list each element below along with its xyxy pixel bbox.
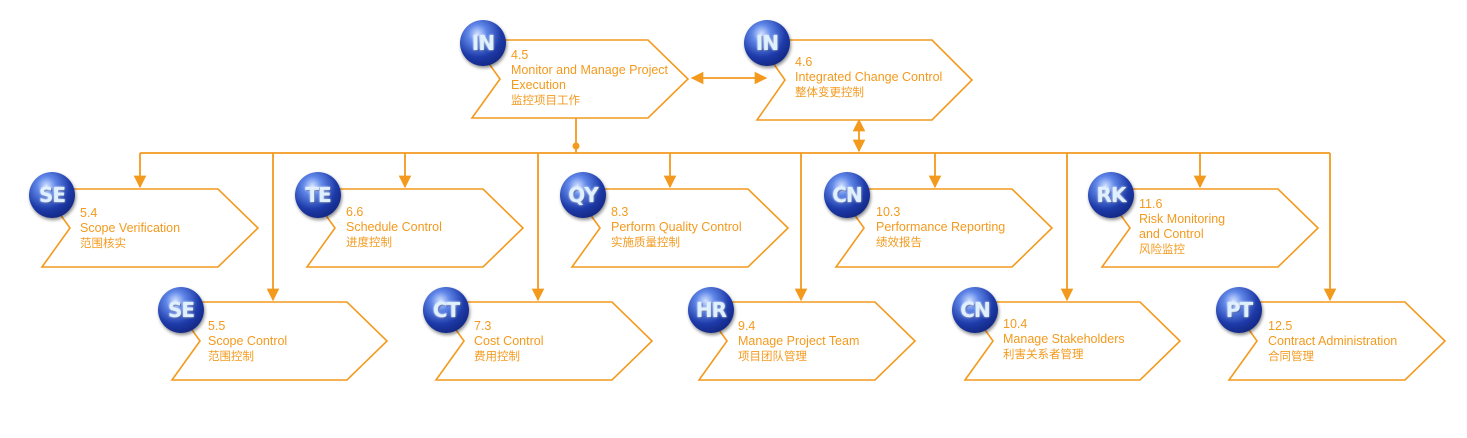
node-n73: 7.3 Cost Control 费用控制 — [474, 319, 543, 364]
badge-n116: RK — [1088, 172, 1134, 218]
badge-label: SE — [167, 298, 195, 322]
chevron-83 — [570, 188, 790, 268]
badge-label: CN — [960, 298, 990, 322]
node-n94: 9.4 Manage Project Team 项目团队管理 — [738, 319, 859, 364]
chevron-104 — [963, 301, 1182, 381]
badge-label: IN — [471, 31, 495, 55]
process-number: 5.4 — [80, 206, 98, 220]
badge-n55: SE — [158, 287, 204, 333]
process-number: 5.5 — [208, 319, 226, 333]
chevron-55 — [170, 301, 389, 381]
badge-label: CT — [432, 298, 460, 322]
process-name-cn: 监控项目工作 — [511, 93, 580, 107]
badge-n104: CN — [952, 287, 998, 333]
process-number: 10.3 — [876, 205, 901, 219]
chevron-45 — [470, 39, 690, 119]
badge-n66: TE — [295, 172, 341, 218]
process-name-line1: Integrated Change Control — [795, 70, 943, 84]
process-name-line1: Performance Reporting — [876, 220, 1006, 234]
process-name-cn: 进度控制 — [346, 235, 392, 249]
bus-junction — [572, 142, 580, 150]
process-number: 10.4 — [1003, 317, 1028, 331]
badge-n45: IN — [460, 20, 506, 66]
process-name-line1: Scope Control — [208, 334, 288, 348]
process-name-cn: 利害关系者管理 — [1003, 347, 1084, 361]
node-n45: 4.5 Monitor and Manage Project Execution… — [511, 48, 668, 108]
badge-n125: PT — [1216, 287, 1262, 333]
chevron-125 — [1227, 301, 1447, 381]
connectors — [133, 71, 1337, 302]
process-name-line1: Manage Stakeholders — [1003, 332, 1125, 346]
badge-label: QY — [568, 183, 599, 207]
process-name-line1: Monitor and Manage Project — [511, 63, 669, 77]
badge-label: RK — [1096, 183, 1127, 207]
badge-n73: CT — [423, 287, 469, 333]
node-n83: 8.3 Perform Quality Control 实施质量控制 — [611, 205, 742, 250]
badge-label: TE — [305, 183, 331, 207]
chevron-103 — [834, 188, 1054, 268]
badge-n94: HR — [688, 287, 734, 333]
process-name-line2: Execution — [511, 78, 566, 92]
chevron-46 — [755, 39, 974, 121]
process-number: 12.5 — [1268, 319, 1293, 333]
badge-label: HR — [695, 298, 727, 322]
process-number: 8.3 — [611, 205, 629, 219]
process-name-line1: Perform Quality Control — [611, 220, 742, 234]
chevron-73 — [434, 301, 654, 381]
badge-label: CN — [832, 183, 862, 207]
process-name-line2: and Control — [1139, 227, 1204, 241]
badge-n103: CN — [824, 172, 870, 218]
process-number: 9.4 — [738, 319, 756, 333]
process-name-cn: 风险监控 — [1139, 242, 1185, 256]
node-n46: 4.6 Integrated Change Control 整体变更控制 — [795, 55, 942, 100]
process-name-cn: 范围控制 — [208, 349, 254, 363]
process-number: 4.6 — [795, 55, 813, 69]
badge-n83: QY — [560, 172, 606, 218]
process-number: 4.5 — [511, 48, 529, 62]
node-n104: 10.4 Manage Stakeholders 利害关系者管理 — [1003, 317, 1125, 362]
node-n103: 10.3 Performance Reporting 绩效报告 — [876, 205, 1005, 250]
process-name-cn: 绩效报告 — [876, 235, 922, 249]
chevron-116 — [1100, 188, 1320, 268]
process-name-line1: Scope Verification — [80, 221, 181, 235]
process-name-line1: Schedule Control — [346, 220, 442, 234]
process-name-cn: 范围核实 — [80, 236, 126, 250]
badge-n54: SE — [29, 172, 75, 218]
chevron-54 — [40, 188, 260, 268]
process-number: 7.3 — [474, 319, 492, 333]
node-n66: 6.6 Schedule Control 进度控制 — [346, 205, 442, 250]
process-name-cn: 合同管理 — [1268, 349, 1314, 363]
process-name-cn: 整体变更控制 — [795, 85, 864, 99]
node-n55: 5.5 Scope Control 范围控制 — [208, 319, 287, 364]
process-number: 6.6 — [346, 205, 364, 219]
chevrons — [40, 39, 1447, 381]
node-n116: 11.6 Risk Monitoring and Control 风险监控 — [1139, 197, 1225, 257]
node-n54: 5.4 Scope Verification 范围核实 — [80, 206, 180, 251]
process-name-cn: 费用控制 — [474, 349, 520, 363]
badge-n46: IN — [744, 20, 790, 66]
chevron-94 — [697, 301, 917, 381]
process-name-line1: Contract Administration — [1268, 334, 1398, 348]
process-name-cn: 实施质量控制 — [611, 235, 680, 249]
process-name-line1: Manage Project Team — [738, 334, 860, 348]
badge-label: SE — [38, 183, 66, 207]
process-name-line1: Risk Monitoring — [1139, 212, 1226, 226]
process-name-line1: Cost Control — [474, 334, 544, 348]
badge-label: IN — [755, 31, 779, 55]
process-number: 11.6 — [1139, 197, 1163, 211]
chevron-66 — [305, 188, 525, 268]
badge-label: PT — [1225, 298, 1253, 322]
node-n125: 12.5 Contract Administration 合同管理 — [1268, 319, 1397, 364]
process-name-cn: 项目团队管理 — [738, 349, 807, 363]
